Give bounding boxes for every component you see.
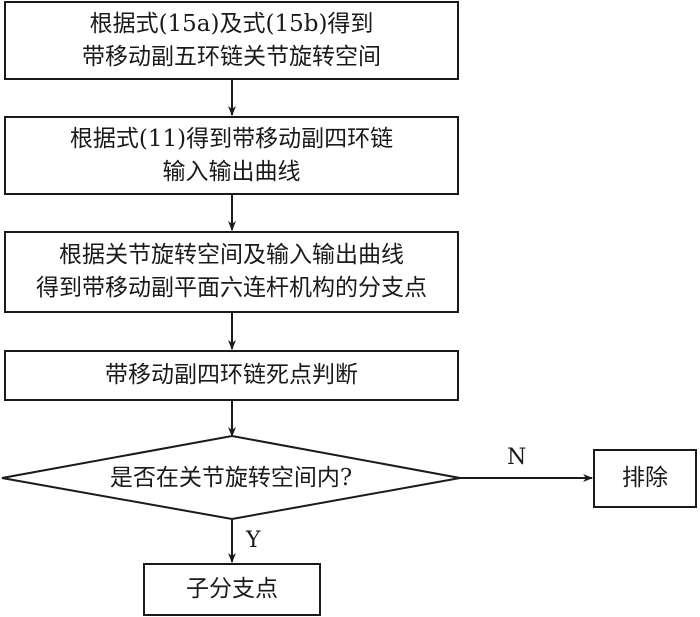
step-1-line-1: 根据式(15a)及式(15b)得到 bbox=[89, 10, 374, 37]
yes-branch-label: Y bbox=[246, 528, 261, 553]
step-3-line-1: 根据关节旋转空间及输入输出曲线 bbox=[59, 242, 404, 268]
step-3-box: 根据关节旋转空间及输入输出曲线 得到带移动副平面六连杆机构的分支点 bbox=[4, 231, 459, 313]
step-1-line-2: 带移动副五环链关节旋转空间 bbox=[82, 43, 381, 70]
step-4-box: 带移动副四环链死点判断 bbox=[4, 350, 459, 401]
sub-branch-point-text: 子分支点 bbox=[186, 576, 278, 602]
exclude-box: 排除 bbox=[593, 449, 697, 508]
step-3-line-2: 得到带移动副平面六连杆机构的分支点 bbox=[36, 275, 427, 301]
exclude-text: 排除 bbox=[622, 465, 668, 491]
step-1-box: 根据式(15a)及式(15b)得到 带移动副五环链关节旋转空间 bbox=[4, 1, 459, 80]
no-branch-label: N bbox=[507, 445, 527, 470]
decision-text: 是否在关节旋转空间内? bbox=[109, 465, 353, 491]
step-2-box: 根据式(11)得到带移动副四环链 输入输出曲线 bbox=[4, 116, 459, 195]
step-2-line-2: 输入输出曲线 bbox=[162, 158, 301, 185]
sub-branch-point-box: 子分支点 bbox=[143, 563, 321, 616]
step-4-line-1: 带移动副四环链死点判断 bbox=[105, 362, 358, 388]
step-2-line-1: 根据式(11)得到带移动副四环链 bbox=[69, 125, 394, 152]
